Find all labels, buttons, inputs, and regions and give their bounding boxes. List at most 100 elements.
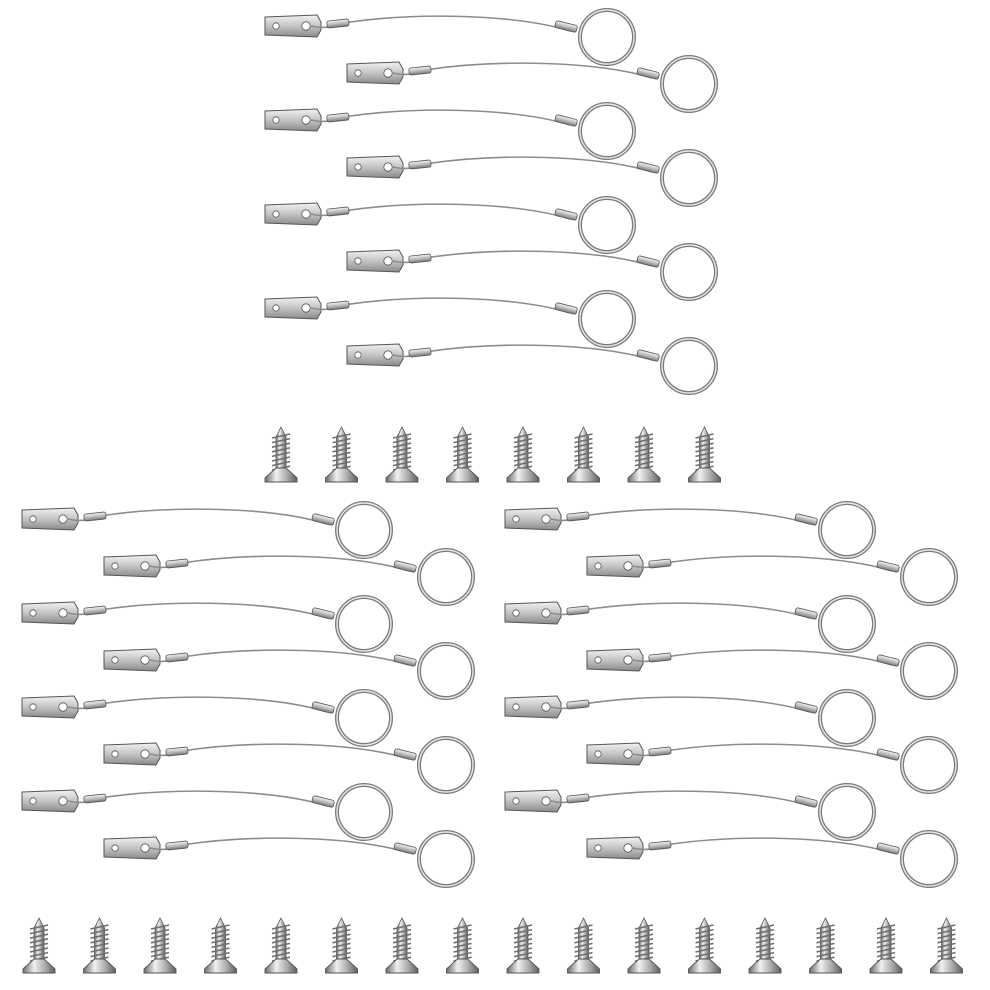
screw-thread (29, 928, 49, 935)
crimp-sleeve (311, 795, 335, 808)
tab-plate (586, 648, 644, 672)
split-ring-highlight (901, 831, 957, 887)
screw-head (567, 467, 600, 483)
cable-hole (58, 608, 68, 618)
screw-thread (453, 460, 472, 467)
tab-plate (346, 155, 404, 179)
crimp-sleeve (876, 560, 900, 573)
crimp-sleeve (794, 701, 818, 714)
screw (809, 917, 842, 974)
cable-hole (301, 303, 311, 313)
mounting-hole (512, 515, 520, 523)
screw-thread (816, 942, 835, 949)
screw-thread (271, 447, 291, 453)
steel-cable (392, 62, 653, 79)
screw (506, 917, 540, 974)
screw-thread (695, 433, 714, 439)
screw (688, 917, 721, 974)
screw-thread (453, 442, 472, 448)
screw-thread (634, 942, 654, 949)
screw-thread (574, 442, 593, 448)
split-ring-highlight (418, 549, 474, 605)
screw-thread (937, 942, 956, 949)
split-ring-highlight (579, 197, 635, 253)
screw-thread (332, 938, 351, 944)
split-ring-highlight (418, 643, 474, 699)
cable-hole (140, 749, 150, 759)
screw-thread (150, 947, 170, 953)
screw-thread (755, 951, 775, 958)
screw-thread (453, 938, 472, 944)
mounting-hole (354, 351, 362, 359)
steel-cable (67, 508, 328, 525)
screw-head (204, 958, 237, 974)
screw-thread (634, 928, 654, 935)
lanyard (21, 501, 393, 559)
tab-plate (504, 601, 562, 625)
mounting-hole (29, 515, 37, 523)
mounting-hole (111, 562, 119, 570)
screw-thread (332, 442, 351, 448)
mounting-hole (594, 656, 602, 664)
screw-thread (634, 924, 654, 930)
screw-thread (271, 437, 291, 444)
tab-plate (21, 695, 79, 719)
crimp-sleeve (165, 652, 189, 663)
screw-head (22, 958, 56, 974)
split-ring-highlight (661, 56, 717, 112)
tab-plate (346, 61, 404, 85)
screw-thread (150, 951, 170, 958)
cable-hole (541, 514, 551, 524)
tab-plate (504, 507, 562, 531)
screw-thread (513, 447, 533, 453)
screw-head (385, 958, 419, 974)
screw-thread (574, 924, 593, 930)
screw-thread (513, 928, 533, 935)
split-ring-highlight (819, 690, 875, 746)
screw (385, 917, 419, 974)
mounting-hole (594, 750, 602, 758)
screw-thread (150, 938, 170, 944)
lanyard (21, 595, 393, 653)
crimp-sleeve (393, 842, 417, 855)
split-ring-highlight (819, 784, 875, 840)
screw-thread (453, 451, 472, 458)
screw-thread (755, 938, 775, 944)
screw-thread (513, 924, 533, 930)
split-ring-highlight (819, 502, 875, 558)
steel-cable (67, 790, 328, 807)
screw-head (264, 467, 298, 483)
screw-head (506, 958, 540, 974)
screw-thread (211, 951, 230, 958)
steel-cable (67, 602, 328, 619)
screw-head (325, 958, 358, 974)
screw-thread (937, 924, 956, 930)
screw-thread (695, 437, 714, 444)
screw-thread (634, 451, 654, 458)
mounting-hole (272, 116, 280, 124)
screw-thread (453, 933, 472, 939)
tab-plate (21, 601, 79, 625)
screw (325, 917, 358, 974)
screw-thread (513, 433, 533, 439)
split-ring-highlight (819, 596, 875, 652)
tab-plate (264, 202, 322, 226)
screw-thread (271, 928, 291, 935)
crimp-sleeve (393, 748, 417, 761)
screw-thread (695, 951, 714, 958)
screw-thread (574, 451, 593, 458)
cable-hole (301, 115, 311, 125)
screw-thread (332, 928, 351, 935)
screw-thread (695, 456, 714, 462)
mounting-hole (594, 562, 602, 570)
screw-thread (634, 442, 654, 448)
screw-thread (755, 942, 775, 949)
screw-thread (755, 928, 775, 935)
screw-thread (271, 442, 291, 448)
tab-plate (586, 554, 644, 578)
screw (930, 917, 963, 974)
screw-thread (90, 947, 109, 953)
crimp-sleeve (566, 793, 590, 804)
screw-thread (392, 947, 412, 953)
split-ring-highlight (579, 291, 635, 347)
